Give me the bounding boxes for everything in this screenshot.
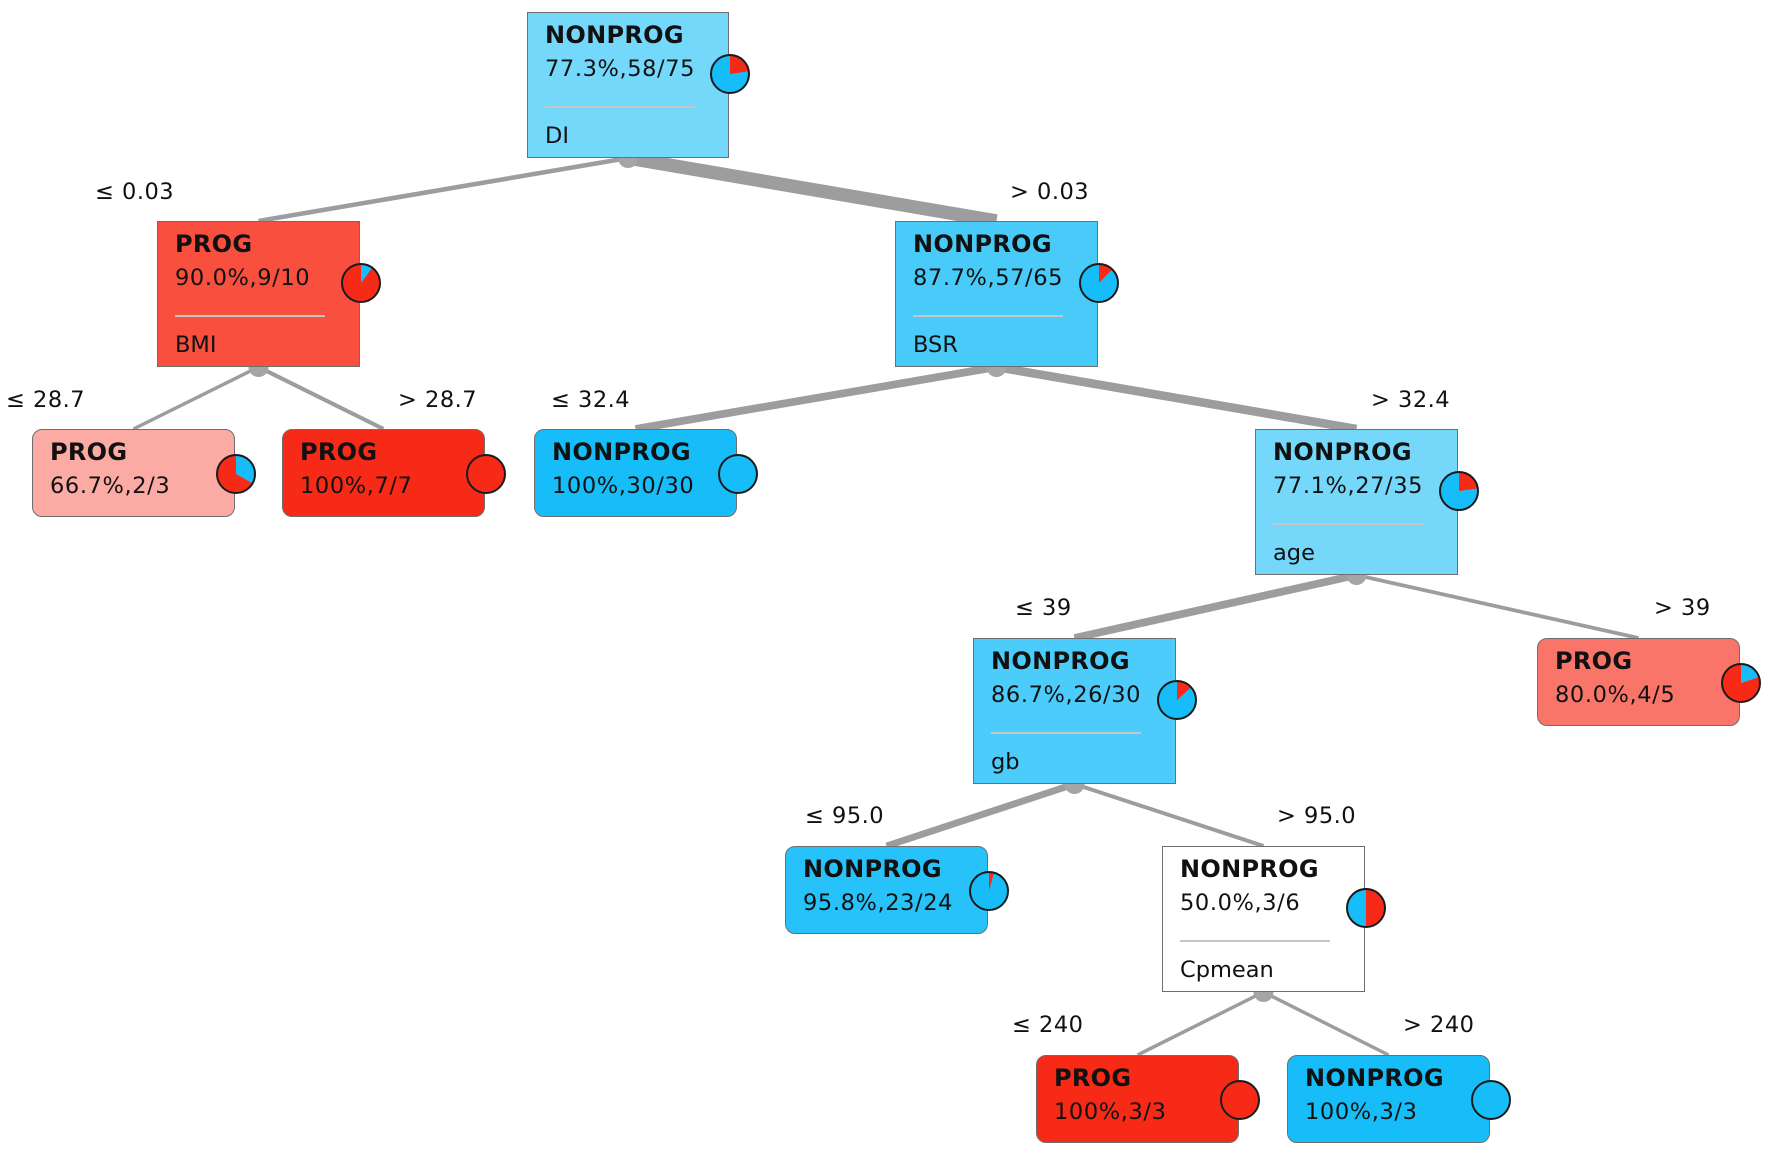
tree-edge	[132, 365, 260, 431]
node-class-label: PROG	[50, 438, 128, 466]
tree-leaf-node[interactable]: NONPROG 100%,3/3	[1287, 1055, 1511, 1143]
node-split-attribute: gb	[991, 749, 1020, 775]
class-distribution-pie-icon	[1439, 471, 1479, 511]
tree-split-node[interactable]: NONPROG 86.7%,26/30 gb	[973, 638, 1197, 784]
node-probability-count: 95.8%,23/24	[803, 890, 954, 916]
node-class-label: PROG	[300, 438, 378, 466]
node-probability-count: 90.0%,9/10	[175, 265, 311, 291]
node-divider	[1273, 523, 1423, 525]
edge-threshold-label: ≤ 39	[1015, 595, 1072, 621]
tree-edge	[1262, 990, 1390, 1057]
class-distribution-pie-icon	[718, 454, 758, 494]
class-distribution-pie-icon	[341, 263, 381, 303]
node-probability-count: 66.7%,2/3	[50, 473, 171, 499]
tree-leaf-node[interactable]: NONPROG 95.8%,23/24	[785, 846, 1009, 934]
class-distribution-pie-icon	[969, 871, 1009, 911]
tree-leaf-node[interactable]: PROG 66.7%,2/3	[32, 429, 256, 517]
edge-threshold-label: ≤ 95.0	[805, 803, 885, 829]
class-distribution-pie-icon	[1721, 663, 1761, 703]
tree-edge	[1356, 573, 1639, 640]
node-class-label: NONPROG	[1273, 438, 1412, 466]
node-probability-count: 100%,7/7	[300, 473, 413, 499]
tree-split-node[interactable]: NONPROG 77.1%,27/35 age	[1255, 429, 1479, 575]
tree-edge	[1136, 990, 1265, 1057]
node-probability-count: 50.0%,3/6	[1180, 890, 1301, 916]
tree-leaf-node[interactable]: PROG 100%,3/3	[1036, 1055, 1260, 1143]
node-split-attribute: Cpmean	[1180, 957, 1274, 983]
node-probability-count: 77.3%,58/75	[545, 56, 696, 82]
edge-threshold-label: ≤ 32.4	[551, 387, 631, 413]
edge-threshold-label: > 240	[1403, 1012, 1475, 1038]
class-distribution-pie-icon	[216, 454, 256, 494]
class-distribution-pie-icon	[710, 54, 750, 94]
tree-leaf-node[interactable]: NONPROG 100%,30/30	[534, 429, 758, 517]
tree-leaf-node[interactable]: PROG 80.0%,4/5	[1537, 638, 1761, 726]
node-probability-count: 100%,3/3	[1054, 1099, 1167, 1125]
tree-leaf-node[interactable]: PROG 100%,7/7	[282, 429, 506, 517]
class-distribution-pie-icon	[1079, 263, 1119, 303]
node-class-label: NONPROG	[913, 230, 1052, 258]
tree-edge	[1073, 782, 1265, 848]
edge-threshold-label: > 28.7	[398, 387, 478, 413]
tree-edge	[885, 780, 1076, 850]
tree-edge	[1073, 571, 1358, 642]
node-split-attribute: BMI	[175, 332, 217, 358]
node-divider	[991, 732, 1141, 734]
node-class-label: NONPROG	[1305, 1064, 1444, 1092]
node-divider	[545, 106, 695, 108]
edge-threshold-label: ≤ 0.03	[95, 179, 175, 205]
node-probability-count: 86.7%,26/30	[991, 682, 1142, 708]
node-class-label: NONPROG	[991, 647, 1130, 675]
node-probability-count: 80.0%,4/5	[1555, 682, 1676, 708]
edge-threshold-label: ≤ 28.7	[6, 387, 86, 413]
tree-edge	[258, 155, 629, 224]
class-distribution-pie-icon	[1220, 1080, 1260, 1120]
node-class-label: PROG	[175, 230, 253, 258]
node-divider	[175, 315, 325, 317]
tree-edge	[257, 365, 385, 431]
node-probability-count: 100%,30/30	[552, 473, 695, 499]
edge-threshold-label: > 95.0	[1277, 803, 1357, 829]
tree-edge	[634, 363, 998, 433]
node-class-label: NONPROG	[545, 21, 684, 49]
node-class-label: NONPROG	[552, 438, 691, 466]
node-class-label: PROG	[1054, 1064, 1132, 1092]
node-class-label: NONPROG	[1180, 855, 1319, 883]
node-divider	[913, 315, 1063, 317]
edge-threshold-label: > 32.4	[1371, 387, 1451, 413]
tree-edge	[995, 362, 1358, 434]
tree-edge	[626, 151, 998, 228]
class-distribution-pie-icon	[1157, 680, 1197, 720]
node-class-label: PROG	[1555, 647, 1633, 675]
node-divider	[1180, 940, 1330, 942]
edge-threshold-label: ≤ 240	[1012, 1012, 1084, 1038]
node-split-attribute: BSR	[913, 332, 958, 358]
node-probability-count: 77.1%,27/35	[1273, 473, 1424, 499]
class-distribution-pie-icon	[466, 454, 506, 494]
node-class-label: NONPROG	[803, 855, 942, 883]
node-probability-count: 87.7%,57/65	[913, 265, 1064, 291]
class-distribution-pie-icon	[1471, 1080, 1511, 1120]
node-split-attribute: age	[1273, 540, 1315, 566]
node-split-attribute: DI	[545, 123, 569, 149]
edge-threshold-label: > 39	[1654, 595, 1711, 621]
edge-threshold-label: > 0.03	[1010, 179, 1090, 205]
node-probability-count: 100%,3/3	[1305, 1099, 1418, 1125]
class-distribution-pie-icon	[1346, 888, 1386, 928]
